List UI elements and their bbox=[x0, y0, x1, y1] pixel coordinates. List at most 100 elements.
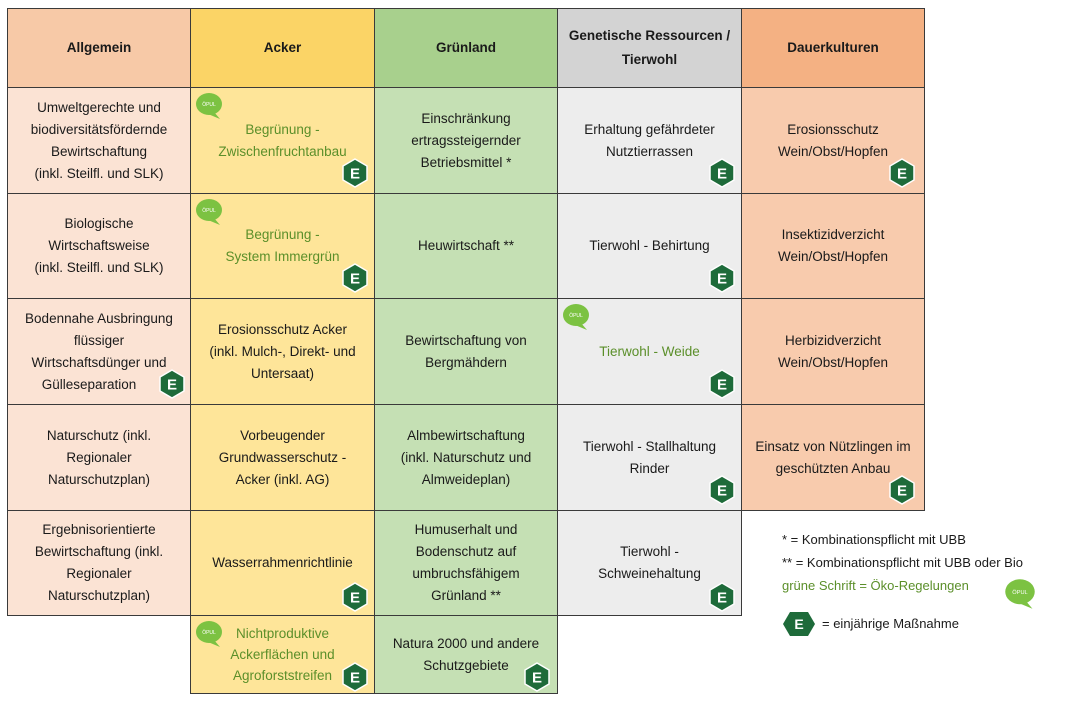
einjaehrig-e-icon: E bbox=[709, 158, 735, 188]
text-line: Einschränkung bbox=[421, 110, 511, 126]
header-dauerkulturen-label: Dauerkulturen bbox=[787, 40, 879, 55]
text-line: Grundwasserschutz - bbox=[218, 449, 347, 465]
header-genetisch-line2: Tierwohl bbox=[621, 52, 678, 67]
text-line: (inkl. Steilfl. und SLK) bbox=[34, 260, 164, 275]
header-genetisch-line1: Genetische Ressourcen / bbox=[568, 28, 731, 43]
text-line: Grünland ** bbox=[431, 588, 501, 603]
header-allgemein: Allgemein bbox=[7, 8, 191, 88]
cell-naturschutz: Naturschutz (inkl. Regionaler Naturschut… bbox=[7, 404, 191, 511]
text-line: Wirtschaftsdünger und bbox=[31, 354, 167, 370]
text-line: Wasserrahmenrichtlinie bbox=[212, 555, 353, 570]
text-line: Herbizidverzicht bbox=[784, 332, 882, 348]
text-line: Acker (inkl. AG) bbox=[235, 471, 330, 487]
text-line: Erhaltung gefährdeter bbox=[584, 121, 715, 137]
text-line: ertragssteigernder bbox=[411, 132, 521, 148]
text-line: Natura 2000 und andere bbox=[392, 635, 540, 651]
oko-text: ÖPUL bbox=[569, 312, 583, 319]
text-line: Wein/Obst/Hopfen bbox=[777, 354, 889, 370]
text-line: Bewirtschaftung von bbox=[405, 332, 527, 348]
oeko-regelung-icon: ÖPUL bbox=[196, 93, 222, 119]
einjaehrig-e-icon: E bbox=[709, 369, 735, 399]
legend-einjaehrige-massnahme: = einjährige Maßnahme bbox=[822, 616, 959, 631]
cell-insektizidverzicht: Insektizidverzicht Wein/Obst/Hopfen bbox=[741, 193, 925, 299]
cell-ergebnisorientierte-bewirtschaftung: Ergebnisorientierte Bewirtschaftung (ink… bbox=[7, 510, 191, 616]
legend-kombinationspflicht-ubb: * = Kombinationspflicht mit UBB bbox=[782, 532, 966, 547]
header-gruenland-label: Grünland bbox=[436, 40, 496, 55]
text-line: Schweinehaltung bbox=[598, 566, 701, 581]
cell-grundwasserschutz: Vorbeugender Grundwasserschutz - Acker (… bbox=[190, 404, 375, 511]
text-line: biodiversitätsfördernde bbox=[30, 121, 168, 137]
e-letter: E bbox=[717, 166, 727, 183]
e-letter: E bbox=[532, 670, 542, 687]
text-line: Biologische bbox=[64, 216, 134, 231]
header-acker-label: Acker bbox=[263, 40, 302, 55]
e-letter: E bbox=[350, 590, 360, 607]
legend-oeko-regelungen: grüne Schrift = Öko-Regelungen bbox=[782, 578, 969, 593]
text-line: Nutztierrassen bbox=[605, 143, 694, 159]
text-line: Rinder bbox=[629, 460, 670, 476]
text-line: Zwischenfruchtanbau bbox=[218, 143, 347, 159]
oeko-regelung-icon: ÖPUL bbox=[1005, 579, 1035, 609]
text-line: Bergmähdern bbox=[425, 354, 507, 370]
cell-humuserhalt: Humuserhalt und Bodenschutz auf umbruchs… bbox=[374, 510, 558, 616]
e-letter: E bbox=[717, 483, 727, 500]
text-line: Erosionsschutz Acker bbox=[217, 321, 348, 337]
einjaehrig-e-icon: E bbox=[342, 263, 368, 293]
text-line: Begrünung - bbox=[245, 121, 320, 137]
e-letter: E bbox=[717, 377, 727, 394]
text-line: umbruchsfähigem bbox=[412, 566, 520, 581]
e-letter: E bbox=[717, 271, 727, 288]
text-line: Umweltgerechte und bbox=[37, 99, 161, 115]
cell-einschraenkung-betriebsmittel: Einschränkung ertragssteigernder Betrieb… bbox=[374, 87, 558, 194]
text-line: System Immergrün bbox=[225, 249, 340, 264]
text-line: (inkl. Naturschutz und bbox=[400, 449, 532, 465]
e-letter: E bbox=[717, 590, 727, 607]
text-line: Bewirtschaftung bbox=[50, 143, 148, 159]
oeko-regelung-icon: ÖPUL bbox=[196, 199, 222, 225]
text-line: Gülleseparation bbox=[41, 376, 137, 392]
einjaehrig-e-icon: E bbox=[709, 475, 735, 505]
text-line: geschützten Anbau bbox=[775, 460, 891, 476]
cell-erosionsschutz-acker: Erosionsschutz Acker (inkl. Mulch-, Dire… bbox=[190, 298, 375, 405]
text-line: Tierwohl - Stallhaltung bbox=[582, 438, 717, 454]
text-line: Heuwirtschaft ** bbox=[417, 238, 515, 253]
text-line: Schutzgebiete bbox=[423, 657, 509, 673]
text-line: (inkl. Steilfl. und SLK) bbox=[34, 165, 164, 181]
cell-almbewirtschaftung: Almbewirtschaftung (inkl. Naturschutz un… bbox=[374, 404, 558, 511]
text-line: Einsatz von Nützlingen im bbox=[755, 438, 911, 454]
text-line: Naturschutzplan) bbox=[47, 471, 151, 487]
e-letter: E bbox=[350, 271, 360, 288]
text-line: Regionaler bbox=[66, 449, 132, 465]
einjaehrig-e-icon: E bbox=[524, 662, 550, 692]
text-line: Vorbeugender bbox=[240, 427, 325, 443]
oeko-regelung-icon: ÖPUL bbox=[563, 304, 589, 330]
einjaehrig-e-icon: E bbox=[709, 263, 735, 293]
cell-biologische-wirtschaftsweise: Biologische Wirtschaftsweise (inkl. Stei… bbox=[7, 193, 191, 299]
einjaehrig-e-icon: E bbox=[342, 662, 368, 692]
einjaehrig-e-icon: E bbox=[889, 475, 915, 505]
text-line: Almbewirtschaftung bbox=[407, 427, 525, 443]
text-line: flüssiger bbox=[73, 332, 125, 348]
text-line: Agroforststreifen bbox=[232, 668, 333, 683]
header-genetische-ressourcen: Genetische Ressourcen / Tierwohl bbox=[557, 8, 742, 88]
text-line: Ergebnisorientierte bbox=[42, 522, 156, 537]
text-line: (inkl. Mulch-, Direkt- und bbox=[209, 343, 356, 359]
header-dauerkulturen: Dauerkulturen bbox=[741, 8, 925, 88]
einjaehrig-e-icon: E bbox=[783, 612, 815, 636]
text-line: Humuserhalt und bbox=[414, 522, 518, 537]
einjaehrig-e-icon: E bbox=[342, 582, 368, 612]
e-letter: E bbox=[794, 616, 803, 632]
text-line: Ackerflächen und bbox=[230, 647, 335, 662]
text-line: Wein/Obst/Hopfen bbox=[777, 143, 889, 159]
text-line: Bewirtschaftung (inkl. bbox=[34, 544, 164, 559]
text-line: Bodennahe Ausbringung bbox=[25, 310, 173, 326]
text-line: Betriebsmittel * bbox=[420, 154, 512, 170]
cell-herbizidverzicht: Herbizidverzicht Wein/Obst/Hopfen bbox=[741, 298, 925, 405]
cell-umweltgerechte-bewirtschaftung: Umweltgerechte und biodiversitätsfördern… bbox=[7, 87, 191, 194]
text-line: Regionaler bbox=[66, 566, 132, 581]
e-letter: E bbox=[897, 483, 907, 500]
text-line: Wirtschaftsweise bbox=[48, 238, 150, 253]
text-line: Wein/Obst/Hopfen bbox=[777, 249, 889, 264]
text-line: Insektizidverzicht bbox=[781, 227, 885, 242]
cell-bergmaehder: Bewirtschaftung von Bergmähdern bbox=[374, 298, 558, 405]
